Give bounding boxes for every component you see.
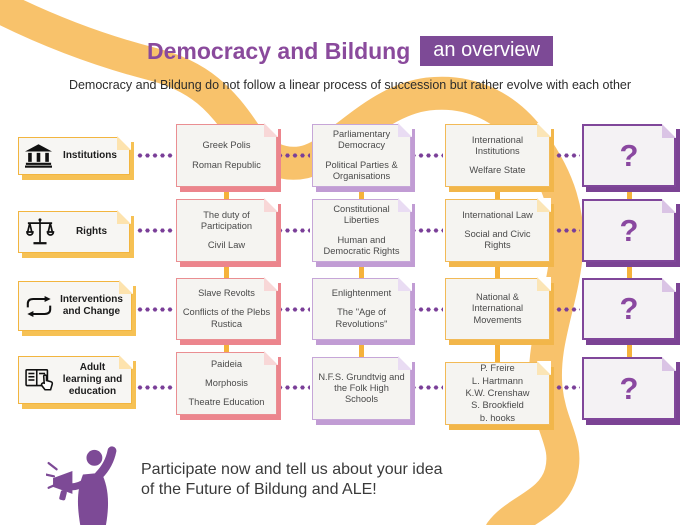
page-title: Democracy and Bildung [147,37,411,64]
dotted-connector [414,228,443,233]
question-mark: ? [619,137,639,173]
card-text: Welfare State [469,165,526,176]
question-mark: ? [619,291,639,327]
topic-card: ? [582,199,676,262]
dotted-connector [553,385,580,390]
dotted-connector [280,228,310,233]
page-subtitle: Democracy and Bildung do not follow a li… [68,78,632,92]
topic-card: ? [582,357,676,420]
vertical-connector [223,336,229,356]
vertical-connector [494,336,500,366]
vertical-connector [223,258,229,282]
card-text: Human and Democratic Rights [323,234,400,256]
dotted-connector [553,306,580,312]
participate-cta: Participate now and tell us about your i… [141,461,443,499]
card-text: Parliamentary Democracy [332,128,391,151]
card-text: L. Hartmann [471,375,524,386]
card-text: Theatre Education [188,397,265,408]
row-label-institutions: Institutions [18,136,131,175]
topic-card: ? [582,278,676,340]
dotted-connector [553,228,580,233]
dotted-connector [414,153,443,158]
dotted-connector [414,385,443,390]
row-label-text: Adult learning and education [62,362,123,397]
overview-badge: an overview [420,36,553,66]
card-text: P. Freire [480,363,515,374]
card-text: Enlightenment [331,288,392,298]
row-label-adult-learning: Adult learning and education [18,355,133,404]
topic-card: National & International Movements [445,277,551,340]
vertical-connector [626,336,632,361]
card-text: National & International Movements [471,292,524,325]
card-text: Paideia [210,358,242,369]
card-text: b. hooks [479,412,516,423]
topic-card: N.F.S. Grundtvig and the Folk High Schoo… [312,356,412,420]
card-text: International Institutions [471,134,524,156]
vertical-connector [494,258,500,282]
question-mark: ? [619,370,639,406]
card-text: Civil Law [207,240,246,251]
dotted-connector [280,153,310,158]
vertical-connector [358,336,364,361]
dotted-connector [414,306,443,312]
card-text: Roman Republic [192,159,261,170]
dotted-connector [136,306,174,312]
vertical-connector [223,183,229,203]
dotted-connector [136,228,174,233]
cycle-arrows-icon [25,295,53,318]
book-hand-icon [25,367,55,393]
row-label-text: Interventions and Change [60,294,123,317]
dotted-connector [136,385,174,390]
question-mark: ? [619,212,639,248]
card-text: S. Brookfield [471,400,524,411]
vertical-connector [626,183,632,203]
card-text: International Law [462,209,533,220]
card-text: Political Parties & Organisations [325,159,398,181]
card-text: Constitutional Liberties [333,203,390,226]
dotted-connector [553,153,580,158]
dotted-connector [136,153,174,158]
row-label-text: Institutions [63,150,117,162]
topic-card: ? [582,124,676,187]
card-text: Slave Revolts [198,288,255,298]
vertical-connector [358,183,364,203]
card-text: K.W. Crenshaw [465,387,530,398]
card-text: N.F.S. Grundtvig and the Folk High Schoo… [318,371,405,405]
row-label-rights: Rights [18,210,131,253]
vertical-connector [358,258,364,282]
card-text: Social and Civic Rights [464,228,531,251]
row-label-text: Rights [75,226,108,238]
institutions-bank-icon [25,144,52,168]
card-text: Morphosis [205,377,248,388]
dotted-connector [280,306,310,312]
card-text: Conflicts of the Plebs Rustica [182,307,271,329]
justice-scale-icon [25,218,55,246]
card-text: The "Age of Revolutions" [335,307,388,329]
dotted-connector [280,385,310,390]
vertical-connector [626,258,632,282]
card-text: The duty of Participation [200,209,253,231]
page-header: Democracy and Bildung an overview [0,36,700,66]
card-text: Greek Polis [202,140,251,151]
row-label-interventions: Interventions and Change [18,280,133,331]
megaphone-person-icon [46,446,117,525]
vertical-connector [494,183,500,203]
